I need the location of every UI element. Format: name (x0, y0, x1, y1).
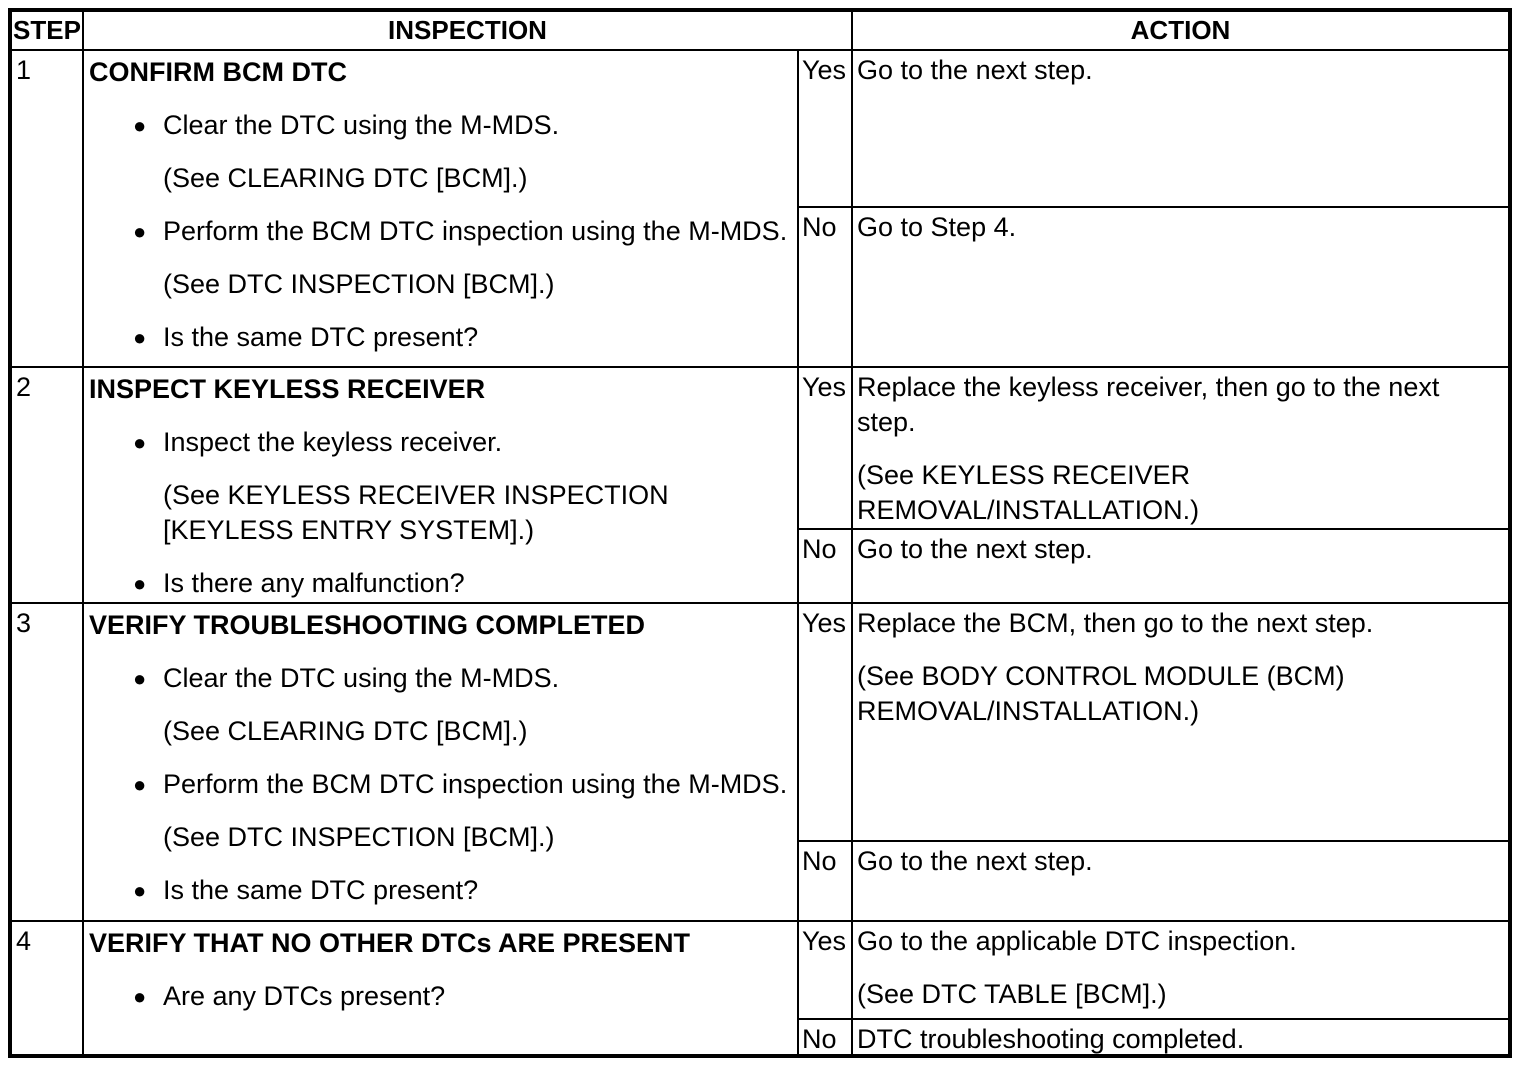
no-action-cell: DTC troubleshooting completed. (853, 1020, 1508, 1054)
troubleshooting-table: STEP INSPECTION ACTION 1 CONFIRM BCM DTC… (8, 8, 1512, 1058)
reference-item: (See DTC INSPECTION [BCM].) (89, 267, 789, 302)
yes-action-cell: Go to the applicable DTC inspection. (Se… (853, 922, 1508, 1018)
bullet-text: Perform the BCM DTC inspection using the… (163, 769, 788, 799)
inspection-column-header: INSPECTION (84, 12, 853, 49)
action-paragraph: Go to the next step. (857, 55, 1093, 85)
bullet-icon: ● (133, 666, 147, 691)
row-title: VERIFY TROUBLESHOOTING COMPLETED (89, 610, 646, 640)
yes-subrow: Yes Go to the next step. (799, 51, 1508, 208)
bullet-text: Perform the BCM DTC inspection using the… (163, 216, 788, 246)
bullet-icon: ● (133, 571, 147, 596)
inspection-cell: VERIFY TROUBLESHOOTING COMPLETED ● Clear … (84, 604, 799, 920)
table-row: 4 VERIFY THAT NO OTHER DTCs ARE PRESENT … (12, 922, 1508, 1054)
action-paragraph: Go to the next step. (857, 534, 1093, 564)
action-paragraph: (See KEYLESS RECEIVER REMOVAL/INSTALLATI… (857, 460, 1200, 525)
no-label-cell: No (799, 208, 853, 366)
bullet-item: ● Is the same DTC present? (89, 873, 789, 908)
reference-item: (See KEYLESS RECEIVER INSPECTION [KEYLES… (89, 478, 789, 548)
no-subrow: No Go to the next step. (799, 530, 1508, 602)
action-paragraph: DTC troubleshooting completed. (857, 1024, 1245, 1054)
table-row: 3 VERIFY TROUBLESHOOTING COMPLETED ● Clea… (12, 604, 1508, 922)
bullet-icon: ● (133, 219, 147, 244)
action-paragraph: Replace the BCM, then go to the next ste… (857, 608, 1374, 638)
table-row: 2 INSPECT KEYLESS RECEIVER ● Inspect the … (12, 368, 1508, 604)
action-cell: Yes Go to the next step. No Go to Step 4… (799, 51, 1508, 366)
action-paragraph: Go to Step 4. (857, 212, 1017, 242)
reference-text: (See CLEARING DTC [BCM].) (163, 163, 528, 193)
bullet-item: ● Inspect the keyless receiver. (89, 425, 789, 460)
no-label-cell: No (799, 530, 853, 602)
no-label-cell: No (799, 1020, 853, 1054)
yes-subrow: Yes Replace the keyless receiver, then g… (799, 368, 1508, 530)
action-cell: Yes Go to the applicable DTC inspection.… (799, 922, 1508, 1054)
yes-label-cell: Yes (799, 604, 853, 840)
bullet-item: ● Are any DTCs present? (89, 979, 789, 1014)
bullet-text: Is there any malfunction? (163, 568, 465, 598)
no-subrow: No Go to the next step. (799, 842, 1508, 920)
table-header-row: STEP INSPECTION ACTION (12, 12, 1508, 51)
yes-subrow: Yes Go to the applicable DTC inspection.… (799, 922, 1508, 1020)
bullet-item: ● Perform the BCM DTC inspection using th… (89, 767, 789, 802)
bullet-text: Is the same DTC present? (163, 322, 479, 352)
row-title: CONFIRM BCM DTC (89, 57, 347, 87)
yes-subrow: Yes Replace the BCM, then go to the next… (799, 604, 1508, 842)
bullet-icon: ● (133, 772, 147, 797)
inspection-cell: CONFIRM BCM DTC ● Clear the DTC using the… (84, 51, 799, 366)
step-cell: 2 (12, 368, 84, 602)
step-cell: 1 (12, 51, 84, 366)
inspection-cell: VERIFY THAT NO OTHER DTCs ARE PRESENT ● A… (84, 922, 799, 1054)
action-cell: Yes Replace the BCM, then go to the next… (799, 604, 1508, 920)
reference-item: (See CLEARING DTC [BCM].) (89, 161, 789, 196)
bullet-item: ● Is there any malfunction? (89, 566, 789, 601)
step-cell: 4 (12, 922, 84, 1054)
yes-action-cell: Go to the next step. (853, 51, 1508, 206)
bullet-icon: ● (133, 878, 147, 903)
action-paragraph: Go to the next step. (857, 846, 1093, 876)
action-paragraph: Replace the keyless receiver, then go to… (857, 372, 1440, 437)
reference-text: (See KEYLESS RECEIVER INSPECTION [KEYLES… (163, 480, 669, 545)
bullet-icon: ● (133, 430, 147, 455)
inspection-cell: INSPECT KEYLESS RECEIVER ● Inspect the ke… (84, 368, 799, 602)
bullet-icon: ● (133, 984, 147, 1009)
step-cell: 3 (12, 604, 84, 920)
yes-label-cell: Yes (799, 368, 853, 528)
reference-item: (See CLEARING DTC [BCM].) (89, 714, 789, 749)
bullet-item: ● Clear the DTC using the M-MDS. (89, 661, 789, 696)
step-column-header: STEP (12, 12, 84, 49)
action-paragraph: (See BODY CONTROL MODULE (BCM) REMOVAL/I… (857, 661, 1345, 726)
action-column-header: ACTION (1130, 15, 1231, 45)
no-action-cell: Go to Step 4. (853, 208, 1508, 366)
no-action-cell: Go to the next step. (853, 842, 1508, 920)
bullet-text: Are any DTCs present? (163, 981, 446, 1011)
row-title: VERIFY THAT NO OTHER DTCs ARE PRESENT (89, 928, 691, 958)
reference-item: (See DTC INSPECTION [BCM].) (89, 820, 789, 855)
bullet-item: ● Perform the BCM DTC inspection using th… (89, 214, 789, 249)
bullet-icon: ● (133, 113, 147, 138)
yes-action-cell: Replace the keyless receiver, then go to… (853, 368, 1508, 528)
bullet-text: Clear the DTC using the M-MDS. (163, 110, 560, 140)
no-action-cell: Go to the next step. (853, 530, 1508, 602)
no-subrow: No Go to Step 4. (799, 208, 1508, 366)
yes-label-cell: Yes (799, 51, 853, 206)
table-row: 1 CONFIRM BCM DTC ● Clear the DTC using t… (12, 51, 1508, 368)
bullet-item: ● Clear the DTC using the M-MDS. (89, 108, 789, 143)
reference-text: (See DTC INSPECTION [BCM].) (163, 822, 555, 852)
reference-text: (See DTC INSPECTION [BCM].) (163, 269, 555, 299)
bullet-text: Is the same DTC present? (163, 875, 479, 905)
yes-action-cell: Replace the BCM, then go to the next ste… (853, 604, 1508, 840)
bullet-text: Clear the DTC using the M-MDS. (163, 663, 560, 693)
action-cell: Yes Replace the keyless receiver, then g… (799, 368, 1508, 602)
action-paragraph: Go to the applicable DTC inspection. (857, 926, 1297, 956)
yes-label-cell: Yes (799, 922, 853, 1018)
bullet-item: ● Is the same DTC present? (89, 320, 789, 355)
no-subrow: No DTC troubleshooting completed. (799, 1020, 1508, 1054)
no-label-cell: No (799, 842, 853, 920)
action-paragraph: (See DTC TABLE [BCM].) (857, 979, 1167, 1009)
reference-text: (See CLEARING DTC [BCM].) (163, 716, 528, 746)
row-title: INSPECT KEYLESS RECEIVER (89, 374, 486, 404)
bullet-text: Inspect the keyless receiver. (163, 427, 503, 457)
bullet-icon: ● (133, 325, 147, 350)
